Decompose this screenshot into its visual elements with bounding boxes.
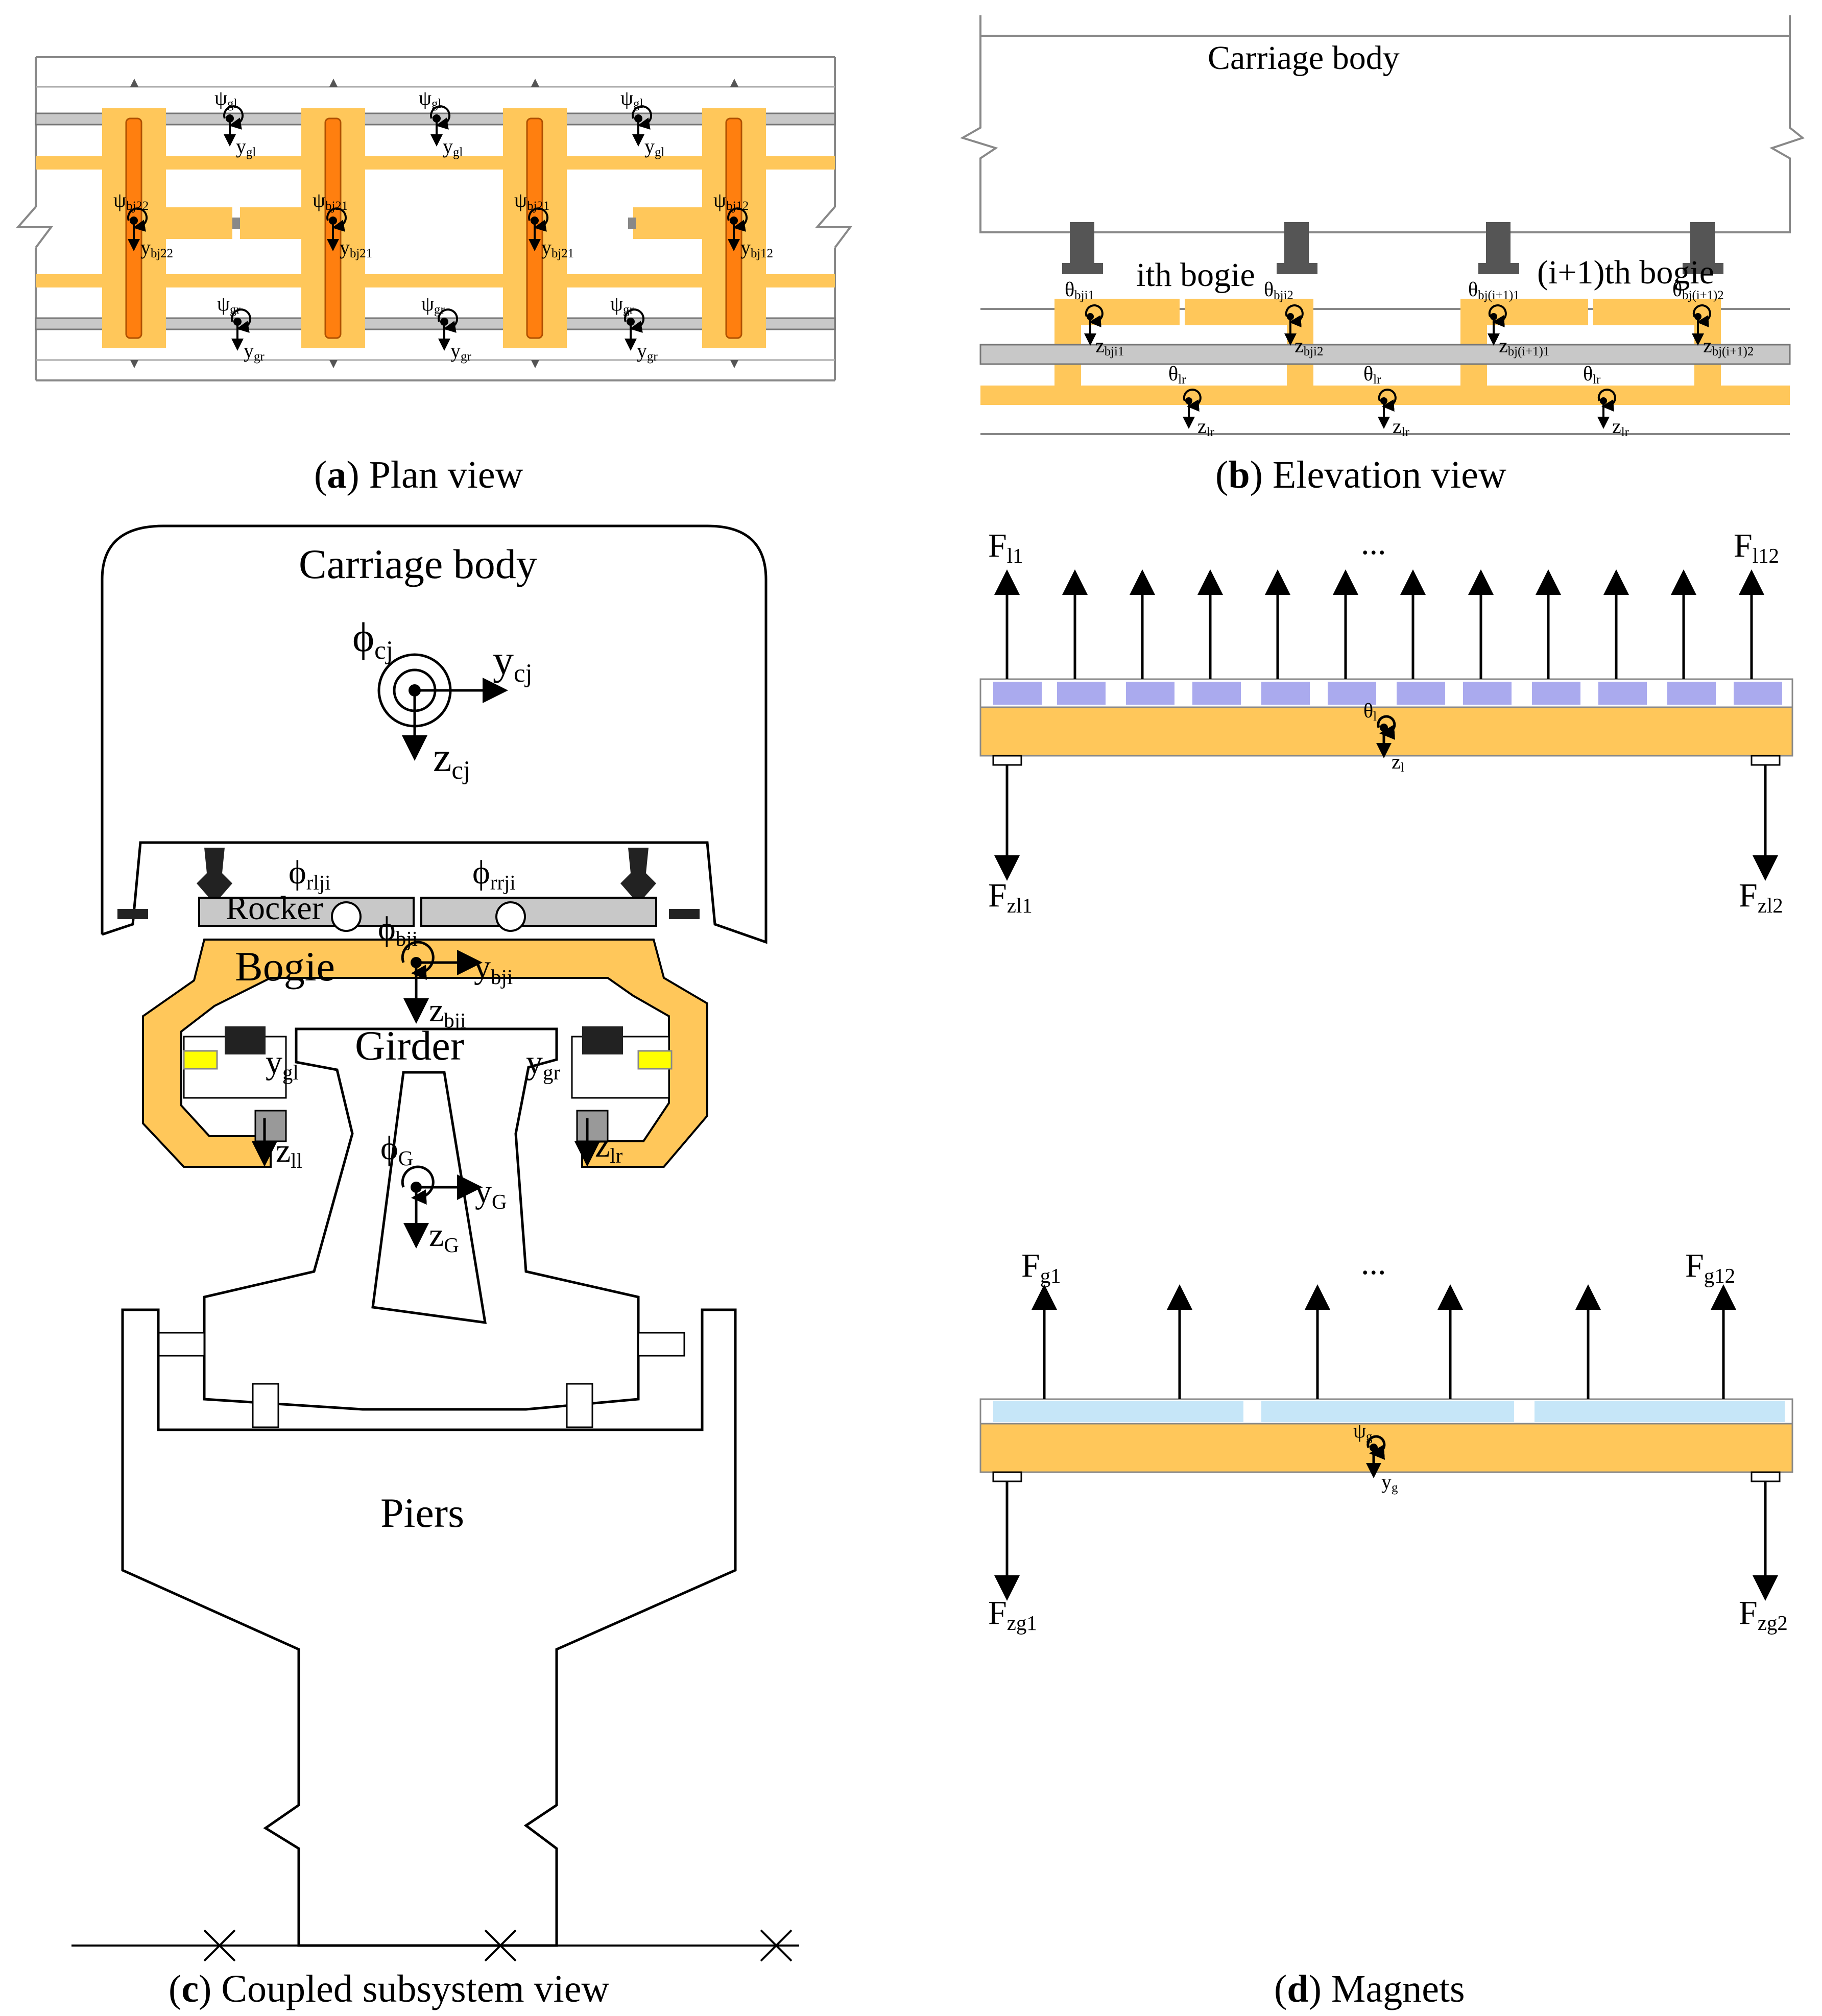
svg-text:ygl: ygl [236, 135, 256, 159]
svg-text:θbj(i+1)2: θbj(i+1)2 [1672, 278, 1724, 302]
caption-a: (a) Plan view [314, 453, 523, 496]
svg-text:ψgl: ψgl [620, 86, 643, 111]
caption-b: (b) Elevation view [1215, 453, 1506, 496]
i1th-bogie-label: (i+1)th bogie [1537, 254, 1714, 291]
svg-text:zlr: zlr [1197, 415, 1215, 439]
svg-text:θlr: θlr [1583, 362, 1601, 387]
svg-text:yg: yg [1381, 1470, 1398, 1495]
svg-text:ψgr: ψgr [421, 292, 445, 317]
svg-text:ygl: ygl [644, 135, 664, 159]
dof-marker: ψgl ygl [620, 86, 664, 159]
svg-text:zbji1: zbji1 [1095, 334, 1124, 358]
svg-text:ψbj21: ψbj21 [313, 188, 348, 213]
svg-text:Fzg2: Fzg2 [1739, 1594, 1788, 1635]
svg-text:ybj22: ybj22 [140, 236, 173, 260]
caption-d: (d) Magnets [1274, 1967, 1465, 2010]
bogie-block [102, 108, 166, 348]
svg-text:yG: yG [475, 1173, 507, 1213]
svg-text:ybj21: ybj21 [541, 236, 574, 260]
svg-text:ψbj22: ψbj22 [113, 188, 149, 213]
svg-text:ygr: ygr [244, 339, 265, 364]
svg-text:...: ... [1361, 1244, 1386, 1282]
ith-bogie-label: ith bogie [1136, 256, 1255, 294]
svg-text:zlr: zlr [1612, 415, 1629, 439]
svg-text:Fzl2: Fzl2 [1739, 877, 1783, 917]
dof-marker: ψgl ygl [214, 86, 256, 159]
svg-text:ygr: ygr [450, 339, 471, 364]
svg-text:Fzl1: Fzl1 [988, 877, 1033, 917]
svg-text:ψg: ψg [1353, 1419, 1372, 1444]
piers-label: Piers [380, 1490, 464, 1536]
svg-text:ψbj21: ψbj21 [514, 188, 549, 213]
svg-text:Fg12: Fg12 [1685, 1247, 1735, 1287]
svg-text:ybj12: ybj12 [740, 236, 773, 260]
svg-text:ygl: ygl [443, 135, 463, 159]
svg-text:Fl12: Fl12 [1734, 527, 1779, 567]
svg-text:θbji2: θbji2 [1264, 278, 1293, 302]
svg-text:ygr: ygr [637, 339, 658, 364]
svg-text:zbj(i+1)1: zbj(i+1)1 [1499, 334, 1549, 358]
bogie-dof: ψbj22 ybj22 [113, 188, 173, 260]
dof-marker: ψgr ygr [421, 292, 471, 364]
svg-text:zbj(i+1)2: zbj(i+1)2 [1703, 334, 1754, 358]
svg-text:zlr: zlr [595, 1127, 623, 1167]
bogie-label: Bogie [235, 943, 335, 990]
svg-text:ϕbji: ϕbji [378, 910, 418, 950]
svg-text:ψgr: ψgr [217, 292, 241, 317]
rocker-label: Rocker [226, 890, 323, 927]
svg-text:θl: θl [1363, 699, 1377, 724]
bogie-dof: ψbj12 ybj12 [713, 188, 773, 260]
magnets-view: Fl1 Fl12 ... Fzl1 Fzl2 θl zl F [979, 524, 1793, 1635]
elevation-view: Carriage body ith bogie (i+1)th bogi [960, 15, 1805, 439]
svg-text:ψgr: ψgr [610, 292, 634, 317]
svg-text:θlr: θlr [1168, 362, 1186, 387]
dof-marker: ψgr ygr [610, 292, 658, 364]
svg-text:Fl1: Fl1 [988, 527, 1023, 567]
svg-text:ϕcj: ϕcj [352, 614, 393, 664]
svg-text:zlr: zlr [1393, 415, 1410, 439]
plan-view: ψgl ygl ψgl ygl ψgl ygl ψgr ygr [15, 56, 852, 381]
svg-text:θlr: θlr [1363, 362, 1381, 387]
caption-c: (c) Coupled subsystem view [169, 1967, 609, 2010]
svg-text:ybj21: ybj21 [340, 236, 372, 260]
svg-text:ϕrlji: ϕrlji [289, 854, 330, 894]
svg-text:ψgl: ψgl [419, 86, 441, 111]
svg-text:ϕrrji: ϕrrji [472, 854, 516, 894]
girder-label: Girder [355, 1022, 464, 1069]
svg-text:ψgl: ψgl [214, 86, 237, 111]
coupled-view: Carriage body ϕcj ycj zcj Rocker ϕrlji ϕ… [71, 524, 799, 1962]
carriage-body-label: Carriage body [299, 541, 537, 587]
svg-text:zll: zll [276, 1132, 302, 1172]
svg-text:Fg1: Fg1 [1021, 1247, 1061, 1287]
dof-marker: ψgr ygr [217, 292, 265, 364]
svg-text:ϕG: ϕG [380, 1130, 413, 1170]
svg-text:zl: zl [1392, 750, 1404, 775]
svg-text:zbji2: zbji2 [1294, 334, 1323, 358]
elevation-carriage-label: Carriage body [1208, 39, 1400, 77]
svg-text:θbji1: θbji1 [1065, 278, 1094, 302]
svg-text:ψbj12: ψbj12 [713, 188, 749, 213]
dof-marker: ψgl ygl [419, 86, 463, 159]
bogie-dof: ψbj21 ybj21 [313, 188, 372, 260]
svg-text:...: ... [1361, 524, 1386, 562]
svg-text:ygl: ygl [266, 1044, 299, 1084]
svg-text:Fzg1: Fzg1 [988, 1594, 1037, 1635]
bogie-dof: ψbj21 ybj21 [514, 188, 574, 260]
svg-text:θbj(i+1)1: θbj(i+1)1 [1468, 278, 1520, 302]
